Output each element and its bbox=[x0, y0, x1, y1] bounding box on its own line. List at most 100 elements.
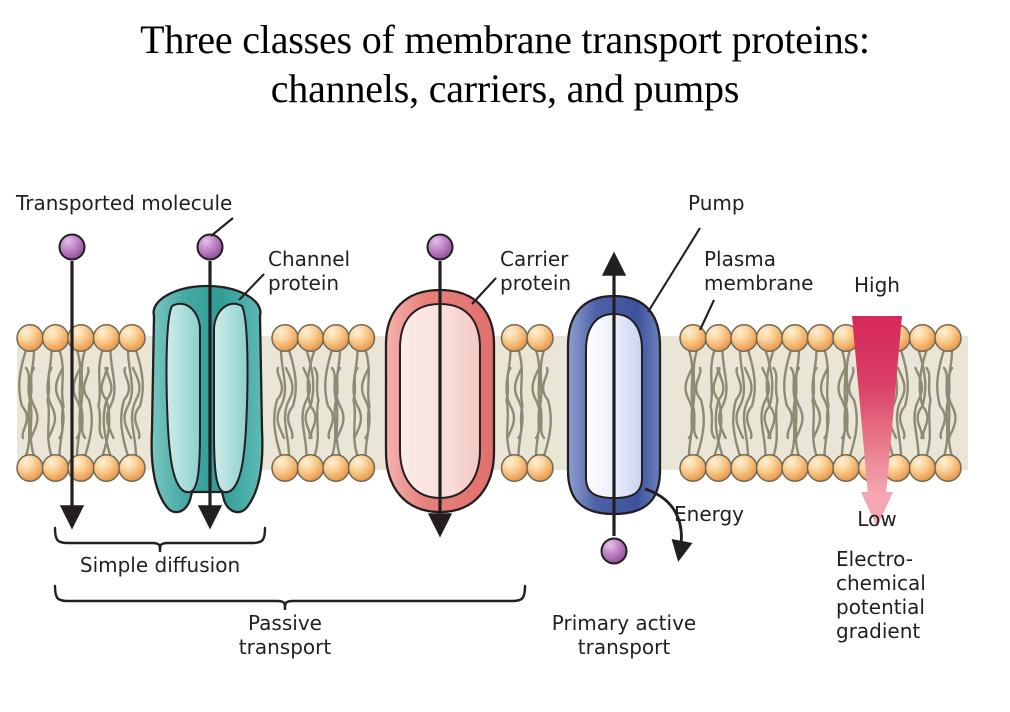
lipid-tail bbox=[542, 366, 552, 458]
lipid-tail bbox=[925, 366, 932, 458]
label-passive-transport-line1: Passive bbox=[248, 611, 322, 635]
label-pump: Pump bbox=[688, 191, 745, 215]
phospholipid-head bbox=[679, 453, 707, 483]
electrochemical-gradient-arrow bbox=[852, 316, 902, 527]
lipid-tail bbox=[313, 366, 320, 458]
lipid-tail bbox=[334, 348, 345, 440]
lipid-tail bbox=[691, 348, 699, 440]
lipid-tail bbox=[793, 348, 804, 440]
lipid-tail bbox=[72, 366, 83, 458]
phospholipid-head bbox=[526, 323, 554, 353]
label-energy: Energy bbox=[674, 502, 745, 526]
lipid-tail bbox=[819, 366, 830, 458]
phospholipid-head bbox=[934, 453, 962, 483]
lipid-tail bbox=[709, 348, 716, 440]
phospholipid-head bbox=[500, 323, 529, 353]
lipid-tail bbox=[946, 366, 954, 458]
channel-protein[interactable] bbox=[150, 284, 264, 514]
label-passive-transport-line2: transport bbox=[238, 635, 332, 659]
lipid-tail bbox=[46, 348, 57, 440]
lipid-tail bbox=[899, 348, 909, 440]
lipid-tail bbox=[105, 348, 116, 440]
phospholipid-head bbox=[806, 323, 835, 353]
leader-transported-molecule bbox=[210, 217, 234, 237]
lipid-tail bbox=[301, 366, 312, 458]
label-channel-protein-line2: protein bbox=[268, 271, 340, 295]
lipid-tail bbox=[714, 366, 725, 458]
lipid-tail bbox=[83, 366, 93, 458]
page-title: Three classes of membrane transport prot… bbox=[0, 16, 1010, 114]
phospholipid-head bbox=[781, 453, 809, 483]
label-carrier-protein-line2: protein bbox=[500, 271, 572, 295]
phospholipid-head bbox=[730, 323, 758, 353]
lipid-tail bbox=[360, 366, 371, 458]
phospholipid-head bbox=[41, 453, 70, 483]
title-line-2: channels, carriers, and pumps bbox=[270, 65, 740, 111]
label-plasma-membrane-line1: Plasma bbox=[704, 247, 777, 271]
phospholipid-head bbox=[908, 323, 937, 353]
label-channel-protein-line1: Channel bbox=[268, 247, 351, 271]
phospholipid-heads-inner bbox=[16, 453, 962, 483]
phospholipid-head bbox=[755, 453, 784, 483]
phospholipid-head bbox=[347, 323, 376, 353]
lipid-tail bbox=[936, 348, 946, 440]
lipid-tail bbox=[844, 348, 852, 440]
lipid-tail bbox=[513, 366, 524, 458]
lipid-tail bbox=[123, 348, 134, 440]
title-line-1: Three classes of membrane transport prot… bbox=[140, 17, 870, 62]
lipid-tail bbox=[811, 366, 818, 458]
phospholipid-head bbox=[92, 323, 121, 353]
lipid-tail bbox=[273, 366, 283, 458]
label-gradient-line4: gradient bbox=[836, 619, 921, 643]
phospholipid-head bbox=[41, 323, 70, 353]
energy-arrow bbox=[644, 487, 693, 562]
lipid-tail bbox=[765, 348, 776, 440]
phospholipid-head bbox=[500, 453, 529, 483]
phospholipid-head bbox=[296, 453, 325, 483]
simple-diffusion-brace bbox=[53, 526, 267, 553]
phospholipid-head bbox=[118, 323, 146, 353]
lipid-tail bbox=[352, 348, 363, 440]
lipid-tail bbox=[352, 366, 359, 458]
label-primary-active-line2: transport bbox=[577, 635, 671, 659]
braces bbox=[53, 526, 527, 611]
label-gradient-line2: chemical bbox=[836, 571, 926, 595]
phospholipid-head bbox=[347, 453, 376, 483]
lipid-tail bbox=[79, 348, 87, 440]
transport-arrows bbox=[59, 251, 627, 538]
label-gradient-line3: potential bbox=[836, 595, 925, 619]
leader-carrier-protein bbox=[471, 277, 497, 305]
label-low: Low bbox=[857, 507, 897, 531]
lipid-tail bbox=[848, 366, 858, 458]
lipid-tail bbox=[324, 348, 334, 440]
phospholipid-head bbox=[781, 323, 809, 353]
phospholipid-head bbox=[16, 323, 44, 353]
lipid-tail bbox=[505, 366, 512, 458]
passive-transport-brace bbox=[53, 584, 527, 611]
label-simple-diffusion: Simple diffusion bbox=[79, 553, 241, 577]
lipid-tail bbox=[946, 348, 957, 440]
lipid-tail bbox=[283, 366, 294, 458]
label-transported-molecule: Transported molecule bbox=[16, 191, 233, 215]
lipid-tail bbox=[783, 348, 793, 440]
lipid-tail bbox=[895, 366, 906, 458]
label-plasma-membrane-line2: membrane bbox=[704, 271, 814, 295]
lipid-tail bbox=[717, 348, 728, 440]
lipid-tail bbox=[276, 348, 287, 440]
transported-molecules bbox=[58, 233, 628, 565]
phospholipid-head bbox=[755, 323, 784, 353]
leader-pump bbox=[647, 227, 701, 313]
phospholipid-head bbox=[271, 323, 299, 353]
lipid-tail bbox=[18, 348, 28, 440]
lipid-tail bbox=[102, 366, 113, 458]
lipid-tail bbox=[306, 348, 317, 440]
phospholipid-heads-outer bbox=[16, 323, 962, 353]
phospholipid-head bbox=[322, 453, 350, 483]
transported-molecule bbox=[58, 233, 86, 261]
lipid-tail bbox=[695, 366, 705, 458]
label-high: High bbox=[854, 273, 900, 297]
lipid-tail bbox=[505, 348, 516, 440]
phospholipid-head bbox=[832, 453, 860, 483]
